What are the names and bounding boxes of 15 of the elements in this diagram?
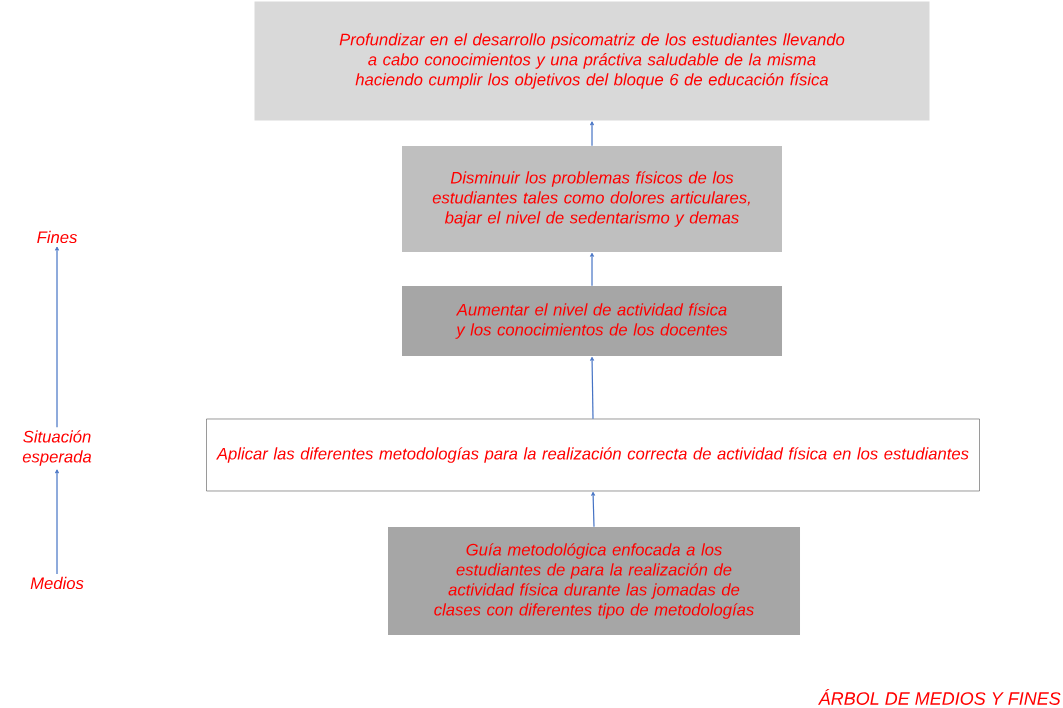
goal-box: Aplicar las diferentes metodologías para la realización correcta de actividad física en los estudiantes (206, 418, 980, 492)
goal-box: Disminuir los problemas físicos de los estudiantes tales como dolores articulares, bajar el nivel de sedentarismo y demas (402, 146, 782, 252)
level-label: Medios (30, 576, 84, 590)
level-label: Fines (37, 230, 78, 244)
arrow (590, 121, 595, 147)
arrow (55, 469, 59, 575)
arrow (590, 356, 595, 420)
goal-box: Aumentar el nivel de actividad física y los conocimientos de los docentes (402, 286, 782, 356)
arrow (591, 491, 596, 528)
arrow (590, 252, 595, 287)
level-label: Situación esperada (22, 430, 92, 466)
goal-box: Guía metodológica enfocada a los estudiantes de para la realización de actividad física durante las jomadas de clases con diferentes tipo de metodologías (388, 527, 800, 635)
arrow (55, 246, 59, 428)
caption: ÁRBOL DE MEDIOS Y FINES (818, 689, 1061, 705)
goal-box: Profundizar en el desarrollo psicomatriz de los estudiantes llevando a cabo conocimientos y una práctiva saludable de la misma haciendo cumplir los objetivos del bloque 6 de educación física (254, 1, 930, 121)
